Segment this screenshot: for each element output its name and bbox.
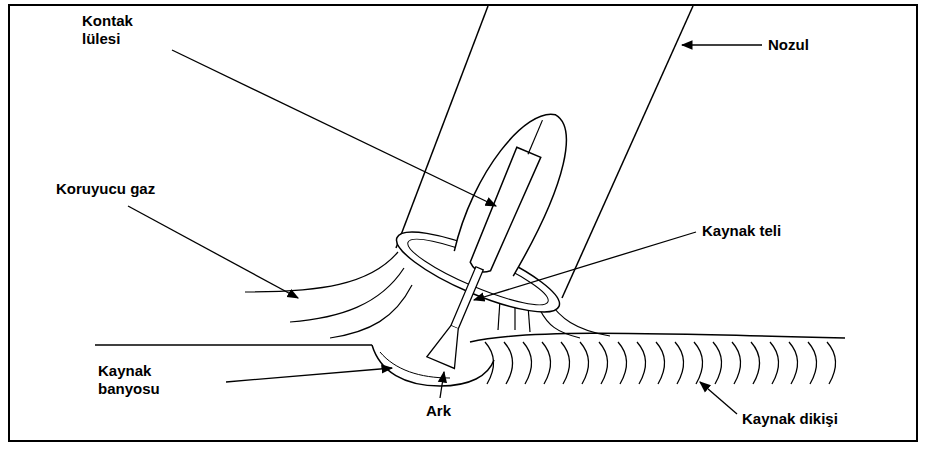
workpiece-surface (95, 344, 372, 346)
weld-ripple (656, 342, 665, 384)
weld-ripple (770, 342, 779, 384)
weld-ripple (694, 342, 703, 384)
weld-ripple (504, 342, 513, 384)
weld-bead-ripples (485, 342, 836, 384)
weld-ripple (561, 342, 570, 384)
part-label: Ark (426, 402, 451, 420)
weld-ripple (713, 342, 722, 384)
part-label: Kaynak banyosu (98, 362, 178, 398)
weld-ripple (523, 342, 532, 384)
weld-ripple (580, 342, 589, 384)
weld-ripple (827, 342, 836, 384)
part-label: Kaynak dikişi (742, 410, 838, 428)
nozzle-wall (562, 6, 693, 298)
weld-ripple (485, 342, 494, 384)
weld-ripple (542, 342, 551, 384)
part-label: Kaynak teli (702, 222, 781, 240)
welding-wire (451, 267, 483, 329)
weld-ripple (618, 342, 627, 384)
contact-tip-holder (451, 98, 583, 279)
weld-ripple (599, 342, 608, 384)
frame (9, 5, 917, 441)
arc (427, 322, 469, 369)
leader-arrows (128, 45, 762, 414)
weld-ripple (675, 342, 684, 384)
contact-tip (466, 147, 540, 276)
weld-ripple (732, 342, 741, 384)
part-label: Nozul (768, 36, 809, 54)
weld-bead-top (470, 333, 845, 342)
torch-end (359, 77, 628, 397)
weld-ripple (808, 342, 817, 384)
weld-ripple (637, 342, 646, 384)
part-label: Koruyucu gaz (56, 180, 155, 198)
weld-ripple (789, 342, 798, 384)
weld-ripple (751, 342, 760, 384)
part-label: Kontak lülesi (82, 12, 162, 48)
